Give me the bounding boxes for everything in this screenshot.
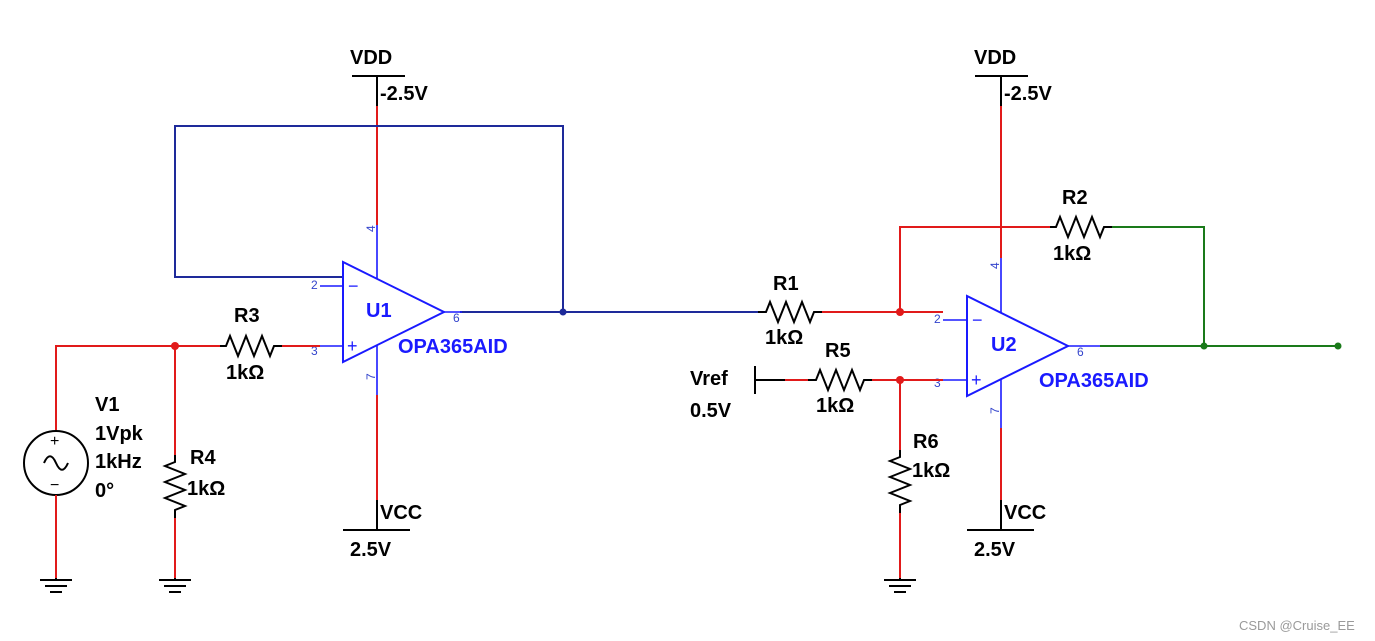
- u2-vdd-value: -2.5V: [1004, 83, 1052, 105]
- vref-source: Vref 0.5V: [690, 366, 785, 422]
- u1-feedback-wire: [174, 125, 564, 312]
- vref-ref: Vref: [690, 368, 728, 390]
- r4-ref: R4: [190, 447, 216, 469]
- v1-top-wire: [55, 345, 220, 430]
- u2-minus-sign: −: [972, 310, 983, 330]
- u1-minus-sign: −: [348, 276, 359, 296]
- u2-pin6: 6: [1077, 345, 1084, 359]
- r3-resistor: R3 1kΩ: [220, 305, 282, 384]
- vref-value: 0.5V: [690, 400, 732, 422]
- r6-ref: R6: [913, 431, 939, 453]
- r2-right-wire: [1112, 226, 1205, 346]
- r4-resistor: R4 1kΩ: [162, 447, 225, 518]
- r2-ref: R2: [1062, 187, 1088, 209]
- u1-part: OPA365AID: [398, 336, 508, 358]
- u1-vdd-value: -2.5V: [380, 83, 428, 105]
- u2-pin4: 4: [988, 262, 1002, 269]
- u1-ref: U1: [366, 300, 392, 322]
- u2-ref: U2: [991, 334, 1017, 356]
- u1-plus-sign: +: [347, 336, 358, 356]
- u1-vdd-rail: VDD -2.5V: [350, 47, 428, 106]
- u1-vcc-value: 2.5V: [350, 539, 392, 561]
- r3-ref: R3: [234, 305, 260, 327]
- u1-pin7: 7: [364, 373, 378, 380]
- r5-ref: R5: [825, 340, 851, 362]
- u1-pin3: 3: [311, 344, 318, 358]
- u2-vcc-value: 2.5V: [974, 539, 1016, 561]
- u1-output-node: [559, 308, 567, 316]
- v1-ref: V1: [95, 394, 119, 416]
- u2-pin7: 7: [988, 407, 1002, 414]
- u1-pin4: 4: [364, 225, 378, 232]
- u2-pin2: 2: [934, 312, 941, 326]
- r1-value: 1kΩ: [765, 327, 803, 349]
- u1-vcc-rail: VCC 2.5V: [343, 500, 422, 561]
- watermark: CSDN @Cruise_EE: [1239, 618, 1355, 633]
- u1-vdd-label: VDD: [350, 47, 392, 69]
- r2-value: 1kΩ: [1053, 243, 1091, 265]
- u2-pin3: 3: [934, 376, 941, 390]
- u1-pin2: 2: [311, 278, 318, 292]
- u2-vcc-rail: VCC 2.5V: [967, 500, 1046, 561]
- r6-resistor: R6 1kΩ: [887, 431, 950, 513]
- r1-resistor: R1 1kΩ: [758, 273, 822, 349]
- u1-vcc-label: VCC: [380, 502, 422, 524]
- v1-minus-sign: −: [50, 477, 59, 494]
- ground-icon: [40, 578, 72, 593]
- u2-opamp: − + U2 OPA365AID 2 3 6 4 7: [934, 258, 1149, 428]
- u1-pin6: 6: [453, 311, 460, 325]
- u2-part: OPA365AID: [1039, 370, 1149, 392]
- r1-ref: R1: [773, 273, 799, 295]
- u2-vdd-rail: VDD -2.5V: [974, 47, 1052, 106]
- r5-resistor: R5 1kΩ: [808, 340, 872, 417]
- u1-opamp: − + U1 OPA365AID 2 3 6 4 7: [311, 225, 508, 395]
- v1-plus-sign: +: [50, 433, 59, 450]
- r3-value: 1kΩ: [226, 362, 264, 384]
- input-node: [171, 342, 179, 350]
- output-terminal: [1334, 342, 1342, 350]
- r4-value: 1kΩ: [187, 478, 225, 500]
- u2-output-node: [1200, 342, 1208, 350]
- v1-source: + − V1 1Vpk 1kHz 0°: [23, 394, 144, 502]
- ground-icon: [159, 578, 191, 593]
- v1-phase: 0°: [95, 480, 114, 502]
- r2-resistor: R2 1kΩ: [1050, 187, 1112, 265]
- v1-frequency: 1kHz: [95, 451, 142, 473]
- ground-icon: [884, 578, 916, 593]
- u2-vdd-label: VDD: [974, 47, 1016, 69]
- r6-value: 1kΩ: [912, 460, 950, 482]
- u2-plus-sign: +: [971, 370, 982, 390]
- u2-vcc-label: VCC: [1004, 502, 1046, 524]
- r5-value: 1kΩ: [816, 395, 854, 417]
- v1-amplitude: 1Vpk: [95, 423, 144, 445]
